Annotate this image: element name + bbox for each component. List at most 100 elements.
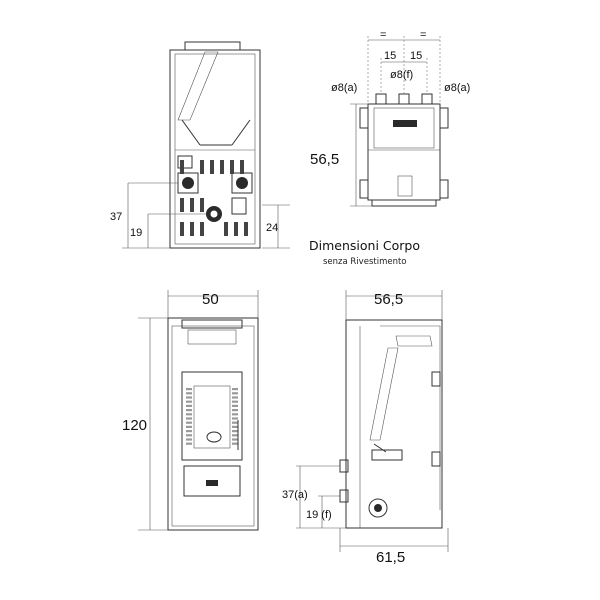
top-bracket-left-lower xyxy=(359,179,369,199)
drawing-subtitle: senza Rivestimento xyxy=(323,257,407,267)
top-dim-outlet-right: ø8(a) xyxy=(444,82,470,94)
top-body-outline xyxy=(367,103,441,201)
door-rib xyxy=(232,388,238,391)
side-auger xyxy=(369,347,399,441)
door-rib xyxy=(186,392,192,395)
door-rib xyxy=(186,421,192,424)
top-outlet-right xyxy=(421,93,433,105)
door-rib xyxy=(232,400,238,403)
front-window xyxy=(193,385,231,449)
rear-view: 37 19 24 xyxy=(110,41,290,249)
door-rib xyxy=(186,442,192,445)
rear-exhaust-hole xyxy=(210,210,218,218)
side-dim-bottom-depth: 61,5 xyxy=(376,549,405,566)
side-fan xyxy=(368,498,388,518)
door-rib xyxy=(186,388,192,391)
door-rib xyxy=(232,438,238,441)
front-dim-height: 120 xyxy=(122,417,147,434)
side-dim-top-depth: 56,5 xyxy=(374,291,403,308)
door-rib xyxy=(232,392,238,395)
door-rib xyxy=(186,425,192,428)
door-rib xyxy=(232,417,238,420)
vent-slot xyxy=(180,222,184,236)
rear-dim-24: 24 xyxy=(266,222,278,234)
top-dim-equal-left: = xyxy=(380,29,386,41)
door-rib xyxy=(232,404,238,407)
door-rib xyxy=(232,421,238,424)
vent-slot xyxy=(240,160,244,174)
top-dim-15-right: 15 xyxy=(410,50,422,62)
top-outlet-center xyxy=(398,93,410,105)
vent-slot xyxy=(200,222,204,236)
front-top-grille xyxy=(187,329,237,345)
side-fan-hub xyxy=(374,504,382,512)
door-rib xyxy=(232,430,238,433)
top-dim-equal-right: = xyxy=(420,29,426,41)
top-bracket-right-upper xyxy=(439,107,449,129)
rear-dim-37: 37 xyxy=(110,211,122,223)
drawing-title: Dimensioni Corpo xyxy=(309,238,420,253)
door-rib xyxy=(232,396,238,399)
door-rib xyxy=(186,417,192,420)
vent-slot xyxy=(230,160,234,174)
front-door-ribs xyxy=(186,388,238,445)
rear-fan-right-hub xyxy=(236,177,248,189)
top-dim-depth: 56,5 xyxy=(310,151,339,168)
top-upper-panel xyxy=(373,107,435,149)
top-dim-outlet-left: ø8(a) xyxy=(331,82,357,94)
rear-top-plate xyxy=(184,41,241,51)
side-dim-19f: 19 (f) xyxy=(306,509,332,521)
front-ash-drawer-handle xyxy=(206,480,218,486)
front-ash-drawer xyxy=(183,465,241,497)
rear-hopper-right xyxy=(231,119,251,146)
front-viewport xyxy=(206,431,222,443)
top-display xyxy=(393,120,417,127)
rear-plate-right xyxy=(231,197,247,215)
vent-slot xyxy=(200,160,204,174)
door-rib xyxy=(186,438,192,441)
side-sensor-lower xyxy=(431,451,441,467)
rear-chute xyxy=(177,51,219,121)
door-rib xyxy=(186,430,192,433)
vent-slot xyxy=(210,160,214,174)
top-base-plate xyxy=(371,199,437,207)
door-rib xyxy=(186,413,192,416)
front-top-cap xyxy=(181,319,243,329)
door-rib xyxy=(186,434,192,437)
top-dim-outlet-center: ø8(f) xyxy=(390,69,413,81)
rear-control-box xyxy=(177,155,193,169)
door-rib xyxy=(186,404,192,407)
vent-slot xyxy=(190,222,194,236)
top-view: = = 15 15 ø8(a) ø8(f) ø8(a) 56,5 xyxy=(310,29,470,207)
front-body-inner xyxy=(171,325,255,527)
door-rib xyxy=(186,396,192,399)
front-view: 50 120 xyxy=(122,290,259,531)
door-rib xyxy=(186,409,192,412)
vent-slot xyxy=(224,222,228,236)
side-dim-37a: 37(a) xyxy=(282,489,308,501)
door-rib xyxy=(232,409,238,412)
side-hopper-wall xyxy=(380,325,441,510)
side-auger-end xyxy=(373,443,387,453)
top-outlet-left xyxy=(375,93,387,105)
vent-slot xyxy=(190,198,194,212)
top-bracket-left-upper xyxy=(359,107,369,129)
top-bracket-right-lower xyxy=(439,179,449,199)
side-body-outline xyxy=(345,319,443,529)
vent-slot xyxy=(234,222,238,236)
vent-slot xyxy=(180,160,184,174)
vent-slot xyxy=(244,222,248,236)
side-burn-pot xyxy=(371,449,403,461)
door-rib xyxy=(232,434,238,437)
vent-slot xyxy=(180,198,184,212)
rear-hopper-left xyxy=(181,119,201,146)
side-outlet-a xyxy=(339,459,349,473)
side-sensor-upper xyxy=(431,371,441,387)
rear-fan-left-hub xyxy=(182,177,194,189)
front-door xyxy=(181,371,243,461)
vent-slot xyxy=(200,198,204,212)
rear-dim-19: 19 xyxy=(130,227,142,239)
vent-slot xyxy=(220,160,224,174)
top-dim-15-left: 15 xyxy=(384,50,396,62)
